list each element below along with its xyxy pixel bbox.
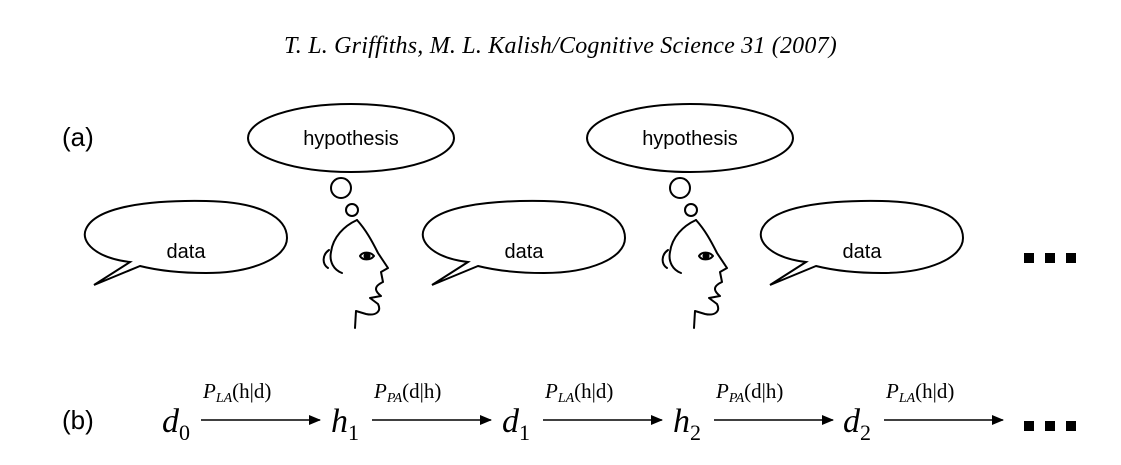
transition-arrow: PLA(h|d)	[543, 379, 663, 425]
hypothesis-thought-bubble: hypothesis	[586, 103, 794, 217]
continuation-ellipsis	[1024, 253, 1076, 263]
data-bubble-text: data	[843, 241, 883, 263]
svg-text:PLA(h|d): PLA(h|d)	[544, 379, 613, 406]
svg-text:PLA(h|d): PLA(h|d)	[202, 379, 271, 406]
hypothesis-thought-bubble: hypothesis	[247, 103, 455, 217]
chain-node: d1	[502, 403, 530, 445]
chain-node: h2	[673, 403, 701, 445]
svg-text:PPA(d|h): PPA(d|h)	[373, 379, 441, 406]
panel-b-label: (b)	[62, 405, 94, 435]
hypothesis-bubble-text: hypothesis	[303, 128, 399, 150]
chain-node: d2	[843, 403, 871, 445]
hypothesis-bubble-text: hypothesis	[642, 128, 738, 150]
svg-text:h1: h1	[331, 403, 359, 445]
data-bubble-text: data	[167, 241, 207, 263]
chain-node: h1	[331, 403, 359, 445]
running-head: T. L. Griffiths, M. L. Kalish/Cognitive …	[284, 33, 837, 59]
head-profile-icon	[661, 219, 728, 329]
transition-arrow: PPA(d|h)	[372, 379, 492, 425]
svg-text:PLA(h|d): PLA(h|d)	[885, 379, 954, 406]
transition-arrow: PLA(h|d)	[884, 379, 1004, 425]
data-speech-bubble: data	[421, 199, 627, 286]
svg-text:d0: d0	[162, 403, 190, 445]
head-profile-icon	[322, 219, 389, 329]
svg-text:d1: d1	[502, 403, 530, 445]
data-bubble-text: data	[505, 241, 545, 263]
svg-text:PPA(d|h): PPA(d|h)	[715, 379, 783, 406]
transition-arrow: PPA(d|h)	[714, 379, 834, 425]
svg-text:d2: d2	[843, 403, 871, 445]
panel-a-label: (a)	[62, 122, 94, 152]
data-speech-bubble: data	[83, 199, 289, 286]
continuation-ellipsis	[1024, 421, 1076, 431]
chain-node: d0	[162, 403, 190, 445]
svg-text:h2: h2	[673, 403, 701, 445]
data-speech-bubble: data	[759, 199, 965, 286]
transition-arrow: PLA(h|d)	[201, 379, 321, 425]
